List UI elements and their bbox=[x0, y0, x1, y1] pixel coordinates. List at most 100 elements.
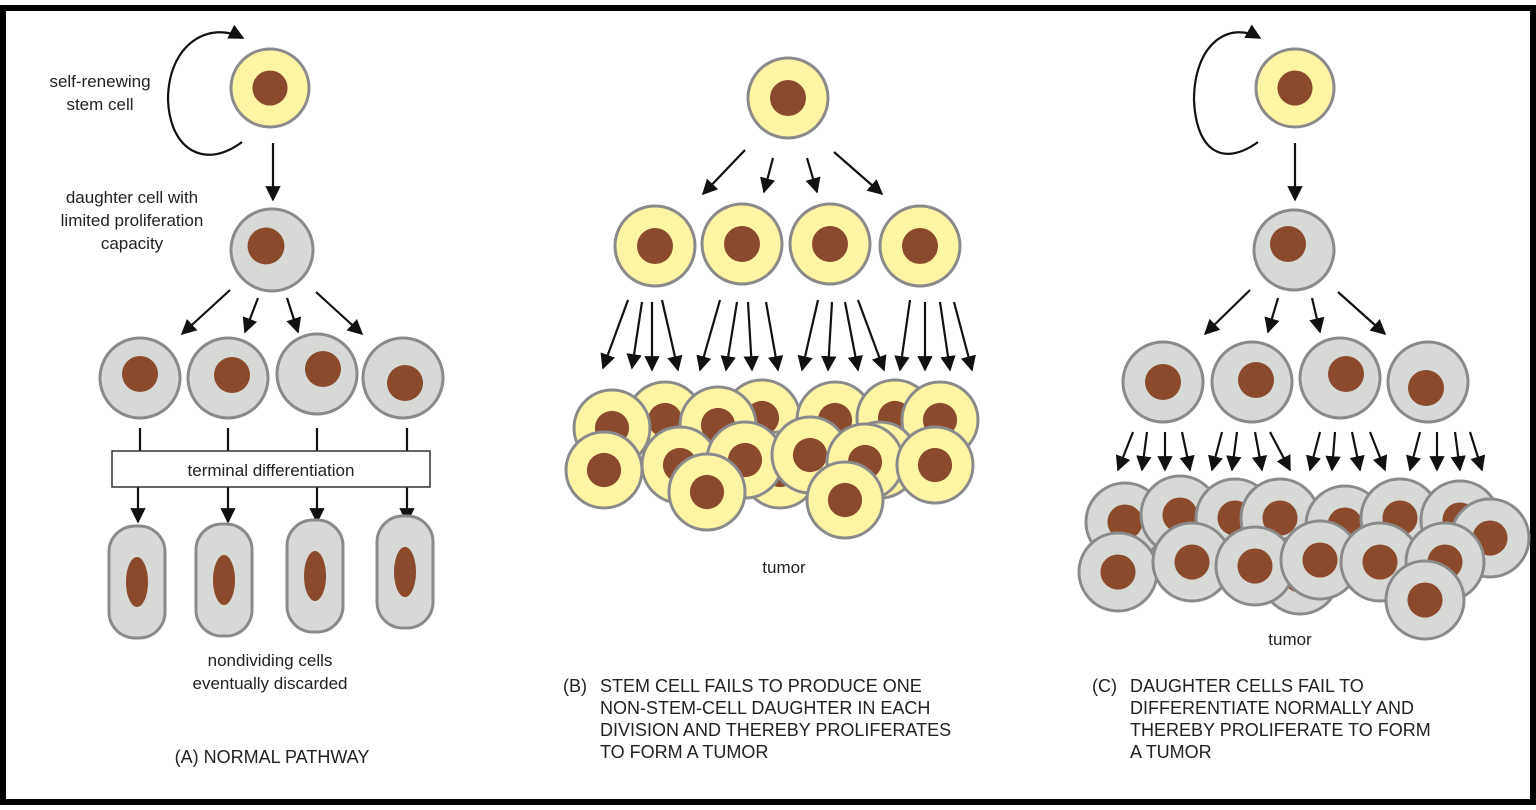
arrow-c-small-7 bbox=[1251, 431, 1268, 472]
dividing-cell-a-1 bbox=[98, 336, 182, 420]
nucleus bbox=[387, 365, 423, 401]
nucleus bbox=[689, 474, 725, 510]
dividing-cell-a-2 bbox=[186, 336, 270, 420]
stem-cell-b bbox=[746, 56, 830, 140]
arrow-b-small-13 bbox=[894, 299, 912, 372]
nucleus bbox=[122, 356, 158, 392]
nondividing-label-line-2: eventually discarded bbox=[193, 674, 348, 693]
nucleus bbox=[1362, 544, 1398, 580]
nucleus bbox=[770, 80, 806, 116]
caption-b-tag: (B) bbox=[563, 676, 587, 696]
arrow-c-small-1 bbox=[1115, 431, 1135, 472]
arrow-b-small-9 bbox=[797, 299, 820, 372]
panel-b: tumor (B) STEM CELL FAILS TO PRODUCE ONE… bbox=[563, 558, 951, 762]
caption-b-line-2: NON-STEM-CELL DAUGHTER IN EACH bbox=[600, 698, 930, 718]
arrow-c-small-5 bbox=[1208, 431, 1224, 472]
nondividing-label-line-1: nondividing cells bbox=[208, 651, 333, 670]
nucleus bbox=[1408, 370, 1444, 406]
nucleus bbox=[812, 226, 848, 262]
arrows-layer bbox=[130, 24, 1486, 524]
nucleus bbox=[305, 351, 341, 387]
nucleus bbox=[586, 452, 622, 488]
arrow-b-small-11 bbox=[843, 301, 863, 372]
daughter-cell-c bbox=[1252, 208, 1336, 292]
tumor-cell-c-10 bbox=[1077, 531, 1159, 613]
dividing-cell-c-4 bbox=[1386, 340, 1470, 424]
arrow-c-1 bbox=[1203, 289, 1251, 336]
nucleus bbox=[1107, 504, 1143, 540]
arrow-c-small-6 bbox=[1226, 431, 1242, 472]
tumor-cell-c-12 bbox=[1214, 525, 1296, 607]
nucleus bbox=[902, 228, 938, 264]
arrow-b-4 bbox=[833, 151, 884, 196]
caption-c-line-4: A TUMOR bbox=[1130, 742, 1212, 762]
nucleus bbox=[792, 437, 828, 473]
terminal-differentiation-label: terminal differentiation bbox=[188, 461, 355, 480]
nucleus bbox=[213, 555, 235, 605]
arrow-c-3 bbox=[1309, 297, 1325, 334]
tumor-cell-c-16 bbox=[1384, 559, 1466, 641]
tumor-cell-b-15 bbox=[895, 425, 975, 505]
caption-c-line-1: DAUGHTER CELLS FAIL TO bbox=[1130, 676, 1364, 696]
nondividing-cell-1 bbox=[107, 524, 167, 640]
tumor-cell-b-17 bbox=[805, 460, 885, 540]
figure-border bbox=[0, 5, 1536, 805]
arrow-c-small-13 bbox=[1406, 431, 1422, 472]
daughter-label-line-1: daughter cell with bbox=[66, 188, 198, 207]
nucleus bbox=[827, 482, 863, 518]
stem-daughter-b-4 bbox=[878, 204, 962, 288]
self-renewal-loop-c bbox=[1192, 24, 1262, 155]
stem-daughter-b-1 bbox=[613, 204, 697, 288]
daughter-label-line-3: capacity bbox=[101, 234, 164, 253]
arrow-b-small-7 bbox=[743, 301, 759, 372]
arrow-b-small-8 bbox=[764, 301, 784, 372]
arrow-c-small-16 bbox=[1468, 431, 1486, 472]
caption-b-line-4: TO FORM A TUMOR bbox=[600, 742, 768, 762]
caption-a: (A) NORMAL PATHWAY bbox=[175, 747, 370, 767]
dividing-cell-a-4 bbox=[361, 336, 445, 420]
arrow-b-small-15 bbox=[938, 301, 956, 372]
stem-label-line-1: self-renewing bbox=[49, 72, 150, 91]
nucleus bbox=[252, 70, 288, 106]
arrow-a-4 bbox=[315, 291, 364, 336]
daughter-cell-a bbox=[229, 207, 315, 293]
nucleus bbox=[1174, 544, 1210, 580]
nucleus bbox=[1277, 70, 1313, 106]
tumor-label-c: tumor bbox=[1268, 630, 1312, 649]
nucleus bbox=[1238, 362, 1274, 398]
arrow-b-small-1 bbox=[600, 299, 630, 370]
arrow-c-small-8 bbox=[1269, 431, 1291, 472]
arrow-c-small-2 bbox=[1136, 431, 1152, 472]
nucleus bbox=[1237, 548, 1273, 584]
stem-cell-c bbox=[1254, 47, 1336, 129]
tumor-cell-b-16 bbox=[667, 452, 747, 532]
stem-cell-a bbox=[229, 47, 311, 129]
nucleus bbox=[214, 357, 250, 393]
panel-c: tumor (C) DAUGHTER CELLS FAIL TO DIFFERE… bbox=[1092, 630, 1431, 762]
nucleus bbox=[1100, 554, 1136, 590]
self-renewal-loop-a bbox=[166, 24, 245, 156]
arrow-b-2 bbox=[760, 157, 775, 194]
arrow-c-4 bbox=[1337, 291, 1387, 336]
arrow-c-2 bbox=[1264, 297, 1280, 334]
tumor-cell-c-11 bbox=[1151, 521, 1233, 603]
nucleus bbox=[247, 227, 285, 265]
dividing-cell-a-3 bbox=[275, 332, 359, 416]
tumor-label-b: tumor bbox=[762, 558, 806, 577]
caption-c-line-3: THEREBY PROLIFERATE TO FORM bbox=[1130, 720, 1431, 740]
nucleus bbox=[1262, 500, 1298, 536]
arrow-c-small-15 bbox=[1450, 431, 1466, 472]
arrow-b-small-12 bbox=[856, 299, 887, 372]
nucleus bbox=[637, 228, 673, 264]
dividing-cell-c-1 bbox=[1121, 340, 1205, 424]
stem-label-line-2: stem cell bbox=[66, 95, 133, 114]
arrow-c-small-10 bbox=[1325, 431, 1341, 472]
stem-daughter-b-3 bbox=[788, 202, 872, 286]
arrow-b-1 bbox=[701, 149, 746, 196]
arrow-c-small-4 bbox=[1179, 431, 1195, 472]
nondividing-cell-4 bbox=[375, 514, 435, 630]
stem-daughter-b-2 bbox=[700, 202, 784, 286]
cells-layer bbox=[98, 47, 1531, 641]
arrow-a-2 bbox=[242, 297, 260, 334]
